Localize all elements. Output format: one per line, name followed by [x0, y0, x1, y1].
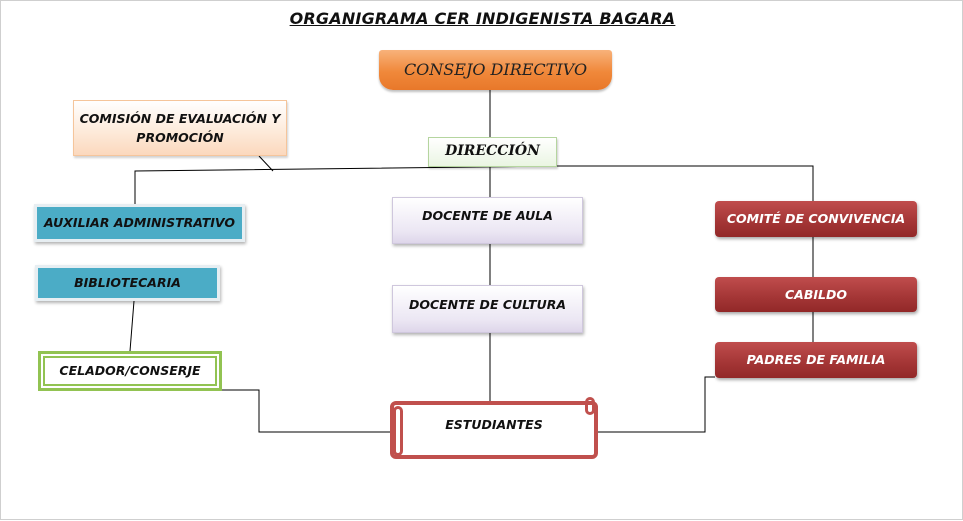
node-docente-cultura: DOCENTE DE CULTURA [392, 285, 583, 333]
line-comision-branch [258, 155, 274, 172]
page-title: ORGANIGRAMA CER INDIGENISTA BAGARA [289, 9, 676, 28]
node-docente-aula: DOCENTE DE AULA [392, 197, 583, 244]
node-celador-conserje: CELADOR/CONSERJE [38, 351, 222, 391]
line-celador-estudiantes [129, 389, 390, 433]
node-comite-convivencia: COMITÉ DE CONVIVENCIA [715, 201, 917, 237]
node-direccion: DIRECCIÓN [428, 137, 557, 167]
node-padres-familia: PADRES DE FAMILIA [715, 342, 917, 378]
line-biblio-celador [129, 300, 135, 352]
node-estudiantes: ESTUDIANTES [390, 401, 598, 459]
node-cabildo: CABILDO [715, 277, 917, 312]
scroll-curl-left [393, 406, 403, 456]
node-consejo-directivo: CONSEJO DIRECTIVO [379, 50, 612, 90]
line-main-horizontal [134, 165, 814, 204]
node-bibliotecaria: BIBLIOTECARIA [35, 265, 220, 301]
line-padres-estudiantes [598, 376, 715, 433]
scroll-curl-right [585, 397, 595, 415]
node-auxiliar-administrativo: AUXILIAR ADMINISTRATIVO [34, 204, 245, 242]
node-comision-evaluacion: COMISIÓN DE EVALUACIÓN Y PROMOCIÓN [73, 100, 287, 156]
